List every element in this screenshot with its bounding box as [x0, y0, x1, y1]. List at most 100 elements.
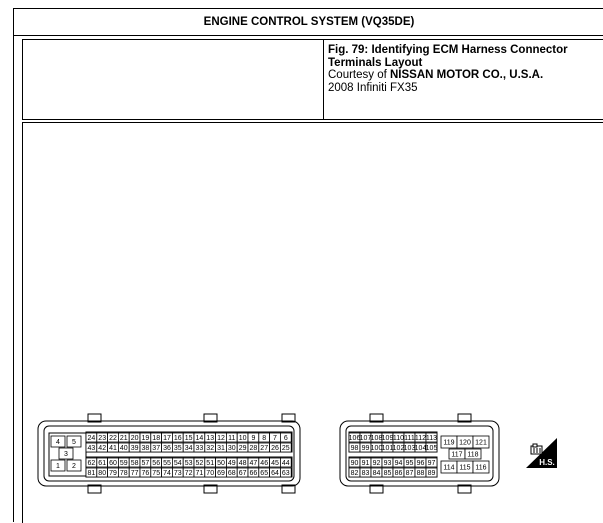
terminal-number: 64	[271, 470, 279, 477]
terminal-number: 79	[109, 470, 117, 477]
terminal-number: 97	[428, 460, 436, 467]
terminal-number: 112	[415, 435, 426, 442]
terminal-number: 9	[251, 435, 255, 442]
terminal-number: 17	[163, 435, 171, 442]
terminal-number: 41	[109, 445, 117, 452]
terminal-number: 113	[426, 435, 437, 442]
terminal-number: 50	[217, 460, 225, 467]
terminal-number: 81	[88, 470, 96, 477]
terminal-number: 24	[88, 435, 96, 442]
terminal-number: 106	[349, 435, 361, 442]
left-connector-inner	[43, 425, 295, 482]
terminal-number: 10	[239, 435, 247, 442]
terminal-number: 46	[260, 460, 268, 467]
terminal-number: 98	[351, 445, 359, 452]
terminal-number: 73	[174, 470, 182, 477]
terminal-cell	[50, 459, 66, 472]
terminal-number: 99	[362, 445, 370, 452]
terminal-cell	[50, 435, 66, 448]
terminal-cell	[472, 460, 490, 474]
terminal-number: 86	[395, 470, 403, 477]
terminal-number: 91	[362, 460, 370, 467]
terminal-number: 23	[98, 435, 106, 442]
right-connector-outer	[339, 420, 500, 487]
terminal-number: 34	[185, 445, 193, 452]
terminal-number: 36	[163, 445, 171, 452]
terminal-number: 28	[250, 445, 258, 452]
terminal-number: 109	[382, 435, 394, 442]
terminal-number: 56	[152, 460, 160, 467]
terminal-cell	[425, 432, 438, 443]
terminal-number: 67	[239, 470, 247, 477]
terminal-number: 111	[404, 435, 415, 442]
terminal-number: 12	[217, 435, 225, 442]
courtesy-line: Courtesy of NISSAN MOTOR CO., U.S.A.	[328, 69, 568, 82]
terminal-number: 51	[206, 460, 214, 467]
figure-caption: Fig. 79: Identifying ECM Harness Connect…	[328, 44, 568, 94]
terminal-number: 88	[417, 470, 425, 477]
left-latch-top-right	[281, 413, 296, 423]
terminal-number: 54	[174, 460, 182, 467]
right-latch-bottom-right	[457, 484, 472, 494]
left-latch-top-left	[87, 413, 102, 423]
document-frame: ENGINE CONTROL SYSTEM (VQ35DE) Fig. 79: …	[13, 8, 603, 523]
terminal-cell	[464, 448, 482, 460]
terminal-number: 82	[351, 470, 359, 477]
terminal-number: 57	[142, 460, 150, 467]
harness-side-icon: H.S.	[526, 438, 557, 468]
terminal-number: 7	[273, 435, 277, 442]
terminal-number: 83	[362, 470, 370, 477]
terminal-number: 117	[451, 452, 462, 459]
terminal-number: 80	[98, 470, 106, 477]
terminal-number: 118	[467, 452, 478, 459]
terminal-number: 11	[228, 435, 235, 442]
terminal-number: 76	[142, 470, 150, 477]
terminal-number: 110	[393, 435, 404, 442]
terminal-number: 44	[282, 460, 290, 467]
terminal-number: 8	[262, 435, 266, 442]
terminal-number: 121	[475, 440, 487, 447]
left-connector-outer	[37, 420, 301, 487]
left-latch-bottom-left	[87, 484, 102, 494]
terminal-number: 25	[282, 445, 290, 452]
caption-divider	[323, 40, 324, 119]
terminal-number: 48	[239, 460, 247, 467]
terminal-cell	[425, 442, 438, 453]
terminal-number: 100	[371, 445, 383, 452]
terminal-number: 52	[196, 460, 204, 467]
terminal-number: 59	[120, 460, 128, 467]
terminal-number: 93	[384, 460, 392, 467]
terminal-number: 107	[360, 435, 372, 442]
terminal-number: 2	[72, 463, 76, 470]
terminal-number: 71	[196, 470, 204, 477]
terminal-number: 58	[131, 460, 139, 467]
left-latch-bottom-mid	[203, 484, 218, 494]
terminal-number: 92	[373, 460, 381, 467]
terminal-number: 16	[174, 435, 182, 442]
terminal-number: 78	[120, 470, 128, 477]
terminal-number: 30	[228, 445, 236, 452]
terminal-cell	[279, 457, 292, 468]
terminal-number: 38	[142, 445, 150, 452]
terminal-number: 32	[206, 445, 214, 452]
terminal-number: 47	[250, 460, 258, 467]
terminal-number: 6	[284, 435, 288, 442]
terminal-number: 5	[72, 439, 76, 446]
terminal-number: 62	[88, 460, 96, 467]
terminal-cell	[425, 457, 438, 468]
terminal-number: 69	[217, 470, 225, 477]
terminal-number: 96	[417, 460, 425, 467]
terminal-number: 70	[206, 470, 214, 477]
terminal-number: 39	[131, 445, 139, 452]
terminal-number: 43	[88, 445, 96, 452]
terminal-number: 31	[217, 445, 225, 452]
vehicle-line: 2008 Infiniti FX35	[328, 81, 418, 94]
terminal-number: 18	[152, 435, 160, 442]
terminal-number: 68	[228, 470, 236, 477]
terminal-number: 21	[120, 435, 128, 442]
terminal-number: 4	[56, 439, 60, 446]
figure-area	[22, 122, 603, 523]
